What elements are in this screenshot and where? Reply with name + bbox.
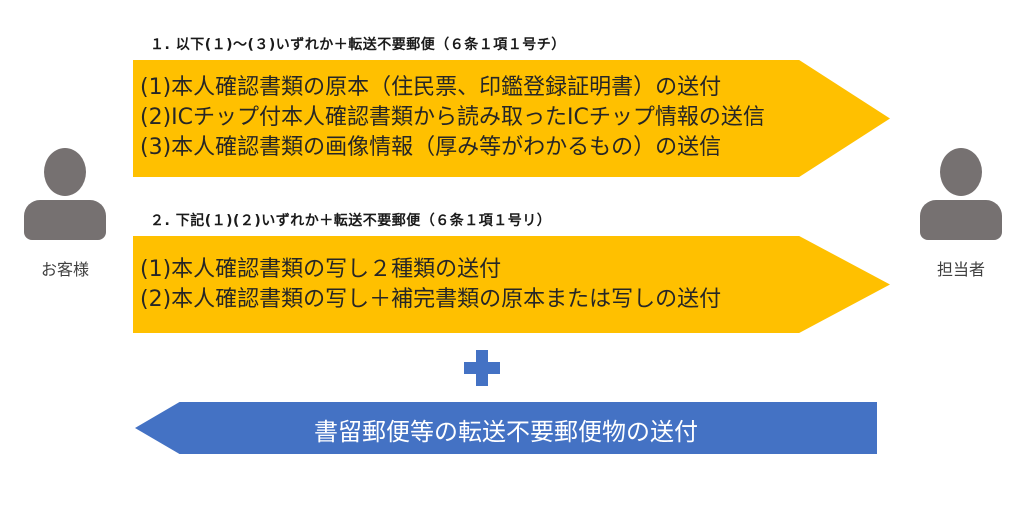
section1-heading: １. 以下(１)～(３)いずれか＋転送不要郵便（６条１項１号チ） (150, 37, 566, 53)
bottom-arrow-label: 書留郵便等の転送不要郵便物の送付 (314, 418, 698, 446)
section1-line-1: (1)本人確認書類の原本（住民票、印鑑登録証明書）の送付 (140, 75, 722, 100)
person-icon-head (44, 148, 86, 196)
section2-line-1: (1)本人確認書類の写し２種類の送付 (140, 257, 502, 282)
section1-line-3: (3)本人確認書類の画像情報（厚み等がわかるもの）の送信 (140, 135, 722, 160)
section1-text: (1)本人確認書類の原本（住民票、印鑑登録証明書）の送付 (2)ICチップ付本人… (140, 73, 765, 163)
bottom-arrow (135, 402, 877, 454)
person-icon-head (940, 148, 982, 196)
customer-label: お客様 (40, 260, 89, 279)
section1-arrow (133, 60, 890, 177)
person-icon-body (24, 200, 106, 240)
plus-icon (464, 350, 500, 386)
section2-heading: ２. 下記(１)(２)いずれか＋転送不要郵便（６条１項１号リ） (150, 213, 552, 229)
person-icon-body (920, 200, 1002, 240)
staff-label: 担当者 (936, 260, 985, 279)
section2-line-2: (2)本人確認書類の写し＋補完書類の原本または写しの送付 (140, 287, 722, 312)
section1-line-2: (2)ICチップ付本人確認書類から読み取ったICチップ情報の送信 (140, 105, 765, 130)
section2-text: (1)本人確認書類の写し２種類の送付 (2)本人確認書類の写し＋補完書類の原本ま… (140, 255, 721, 315)
section2-arrow (133, 236, 890, 333)
